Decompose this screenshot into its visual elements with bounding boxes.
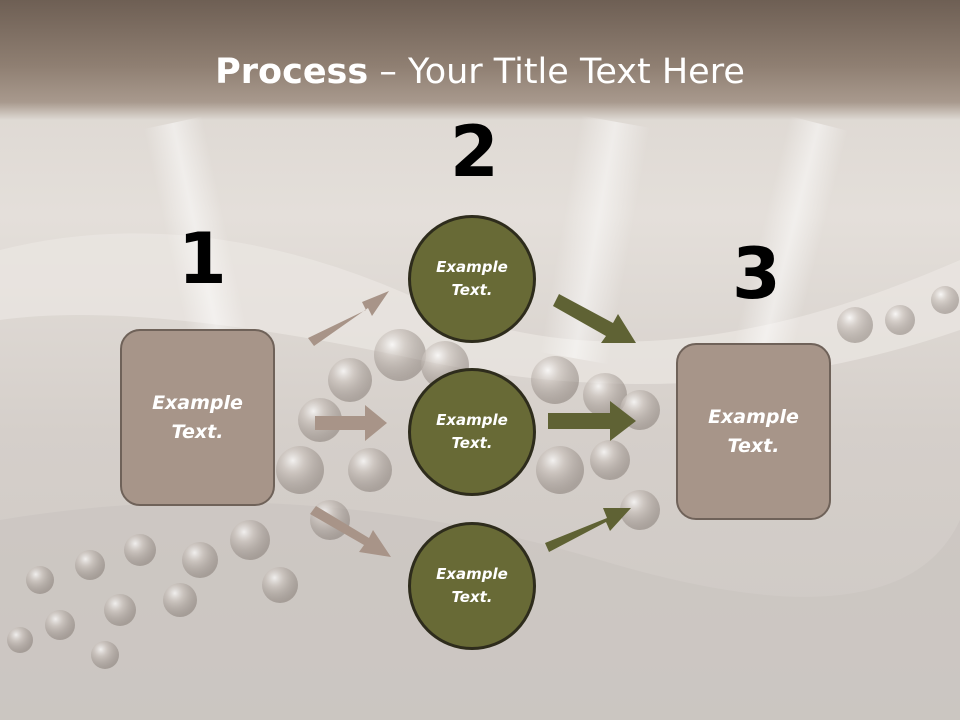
circle-middle: Example Text. [408, 368, 536, 496]
slide-title: Process – Your Title Text Here [0, 52, 960, 92]
circle-middle-label: Example Text. [436, 411, 508, 452]
arrow-left-up [308, 291, 389, 346]
title-rest: – Your Title Text Here [368, 52, 745, 92]
arrow-right-down [553, 294, 636, 343]
step-number-1: 1 [178, 218, 227, 300]
step-number-3: 3 [732, 233, 781, 315]
arrow-right-up [545, 508, 631, 552]
left-box: Example Text. [120, 329, 275, 506]
circle-top: Example Text. [408, 215, 536, 343]
circle-top-label: Example Text. [436, 258, 508, 299]
arrow-left-middle [315, 405, 387, 441]
header-band [0, 0, 960, 120]
arrow-left-down [310, 506, 391, 557]
step-number-2: 2 [450, 111, 499, 193]
right-box-label: Example Text. [708, 405, 799, 457]
left-box-label: Example Text. [152, 391, 243, 443]
arrow-right-middle [548, 401, 636, 441]
circle-bottom-label: Example Text. [436, 565, 508, 606]
right-box: Example Text. [676, 343, 831, 520]
circle-bottom: Example Text. [408, 522, 536, 650]
title-bold: Process [215, 52, 369, 92]
